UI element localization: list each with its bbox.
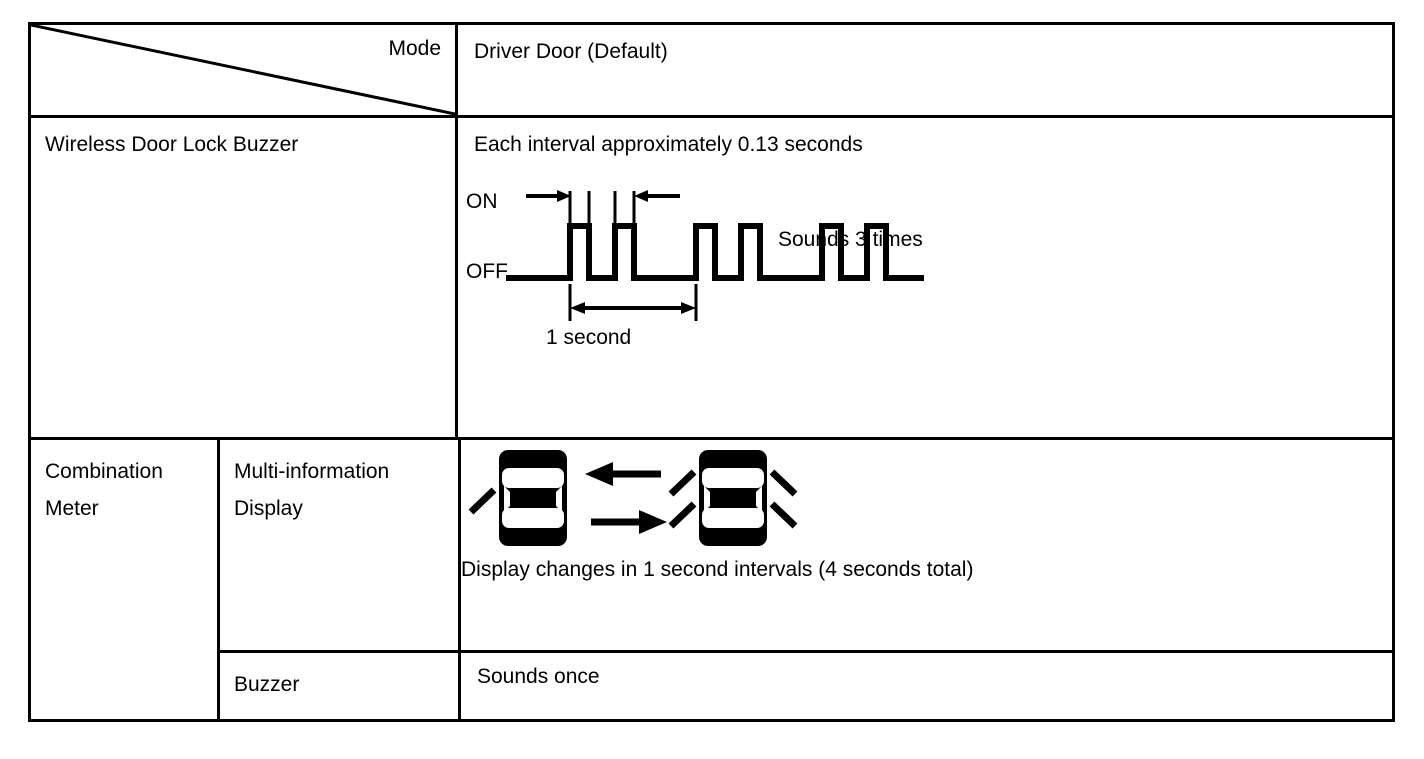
waveform-svg: ON OFF [466, 190, 924, 349]
table-row-combination-meter: Combination Meter Multi-information Disp… [31, 440, 1392, 722]
wireless-buzzer-value-cell: Each interval approximately 0.13 seconds… [455, 118, 1392, 437]
car-display-diagram [461, 442, 811, 554]
buzzer-value-text: Sounds once [477, 665, 600, 688]
header-mode-cell: Driver Door (Default) [455, 25, 1392, 115]
mid-label-line1: Multi-information [234, 460, 390, 483]
combination-meter-label-line2: Meter [45, 496, 99, 520]
subrow-buzzer: Buzzer Sounds once [220, 653, 1392, 722]
specification-table: Mode Driver Door (Default) Wireless Door… [28, 22, 1395, 722]
buzzer-label: Buzzer [234, 673, 300, 696]
combination-meter-label-cell: Combination Meter [31, 440, 217, 722]
arrow-left-icon [585, 462, 661, 486]
period-label-text: 1 second [546, 326, 631, 346]
sounds-3-times-label: Sounds 3 times [778, 228, 923, 251]
header-corner-label: Mode [388, 37, 441, 60]
hazard-rays-left [468, 487, 497, 515]
mid-label-line2: Display [234, 496, 303, 520]
mid-label-cell: Multi-information Display [220, 440, 458, 650]
pulse-train-polyline [506, 223, 924, 281]
header-corner-cell: Mode [31, 25, 455, 115]
interval-tick-lines [568, 191, 636, 226]
wireless-buzzer-label: Wireless Door Lock Buzzer [45, 133, 299, 156]
combination-meter-label-line1: Combination [45, 460, 163, 483]
wireless-buzzer-label-cell: Wireless Door Lock Buzzer [31, 118, 455, 437]
car-icon-left [499, 450, 567, 546]
mode-value-text: Driver Door (Default) [474, 40, 668, 63]
arrow-right-icon [591, 510, 667, 534]
buzzer-label-cell: Buzzer [220, 653, 458, 722]
waveform-off-label: OFF [466, 260, 508, 283]
period-dimension [568, 284, 698, 321]
table-row-wireless-door-lock-buzzer: Wireless Door Lock Buzzer Each interval … [31, 118, 1392, 440]
hazard-rays-right [668, 469, 798, 529]
combination-meter-subtable: Multi-information Display [217, 440, 1392, 722]
interval-heading-text: Each interval approximately 0.13 seconds [474, 133, 863, 156]
mid-value-cell: Display changes in 1 second intervals (4… [458, 440, 1395, 650]
car-diagram-svg [468, 450, 798, 546]
table-header-row: Mode Driver Door (Default) [31, 25, 1392, 118]
car-icon-right [699, 450, 767, 546]
waveform-on-label: ON [466, 190, 498, 213]
subrow-multi-information-display: Multi-information Display [220, 440, 1392, 653]
interval-dimension-arrows [526, 190, 680, 202]
buzzer-value-cell: Sounds once [458, 653, 1395, 722]
display-changes-caption: Display changes in 1 second intervals (4… [461, 558, 974, 581]
diagonal-divider-icon [31, 25, 455, 115]
buzzer-waveform-diagram: ON OFF [458, 166, 1018, 349]
